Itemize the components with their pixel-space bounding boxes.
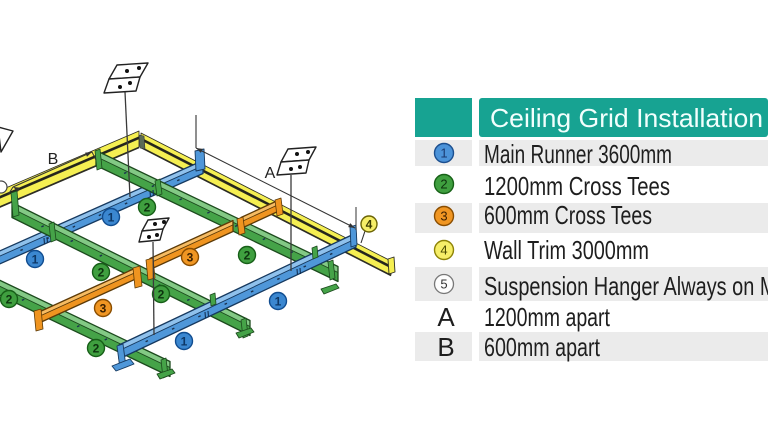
- svg-text:600mm apart: 600mm apart: [484, 332, 601, 362]
- svg-text:2: 2: [158, 287, 165, 301]
- svg-text:2: 2: [440, 177, 447, 192]
- svg-text:2: 2: [244, 248, 251, 262]
- svg-text:1: 1: [275, 294, 282, 308]
- svg-text:4: 4: [366, 217, 373, 231]
- svg-text:Ceiling Grid Installation: Ceiling Grid Installation: [490, 103, 763, 133]
- svg-text:1: 1: [32, 252, 39, 266]
- svg-text:Suspension Hanger Always on Ma: Suspension Hanger Always on Main Runner: [484, 271, 768, 301]
- svg-text:1200mm Cross Tees: 1200mm Cross Tees: [484, 171, 670, 201]
- svg-text:Wall Trim 3000mm: Wall Trim 3000mm: [484, 235, 649, 265]
- svg-text:A: A: [437, 302, 455, 332]
- svg-text:3: 3: [187, 250, 194, 264]
- svg-text:3: 3: [440, 209, 447, 224]
- svg-text:A: A: [265, 165, 276, 182]
- svg-text:1: 1: [181, 334, 188, 348]
- svg-text:2: 2: [144, 200, 151, 214]
- svg-text:1: 1: [108, 210, 115, 224]
- svg-text:B: B: [48, 151, 59, 168]
- svg-text:1200mm apart: 1200mm apart: [484, 302, 611, 332]
- svg-text:1: 1: [440, 146, 447, 161]
- svg-text:3: 3: [100, 301, 107, 315]
- svg-text:2: 2: [6, 292, 13, 306]
- svg-text:5: 5: [440, 277, 447, 292]
- svg-text:2: 2: [98, 265, 105, 279]
- svg-text:600mm Cross Tees: 600mm Cross Tees: [484, 200, 652, 230]
- svg-text:B: B: [437, 332, 454, 362]
- svg-text:4: 4: [440, 243, 447, 258]
- svg-text:Main Runner 3600mm: Main Runner 3600mm: [484, 139, 672, 169]
- svg-text:2: 2: [93, 341, 100, 355]
